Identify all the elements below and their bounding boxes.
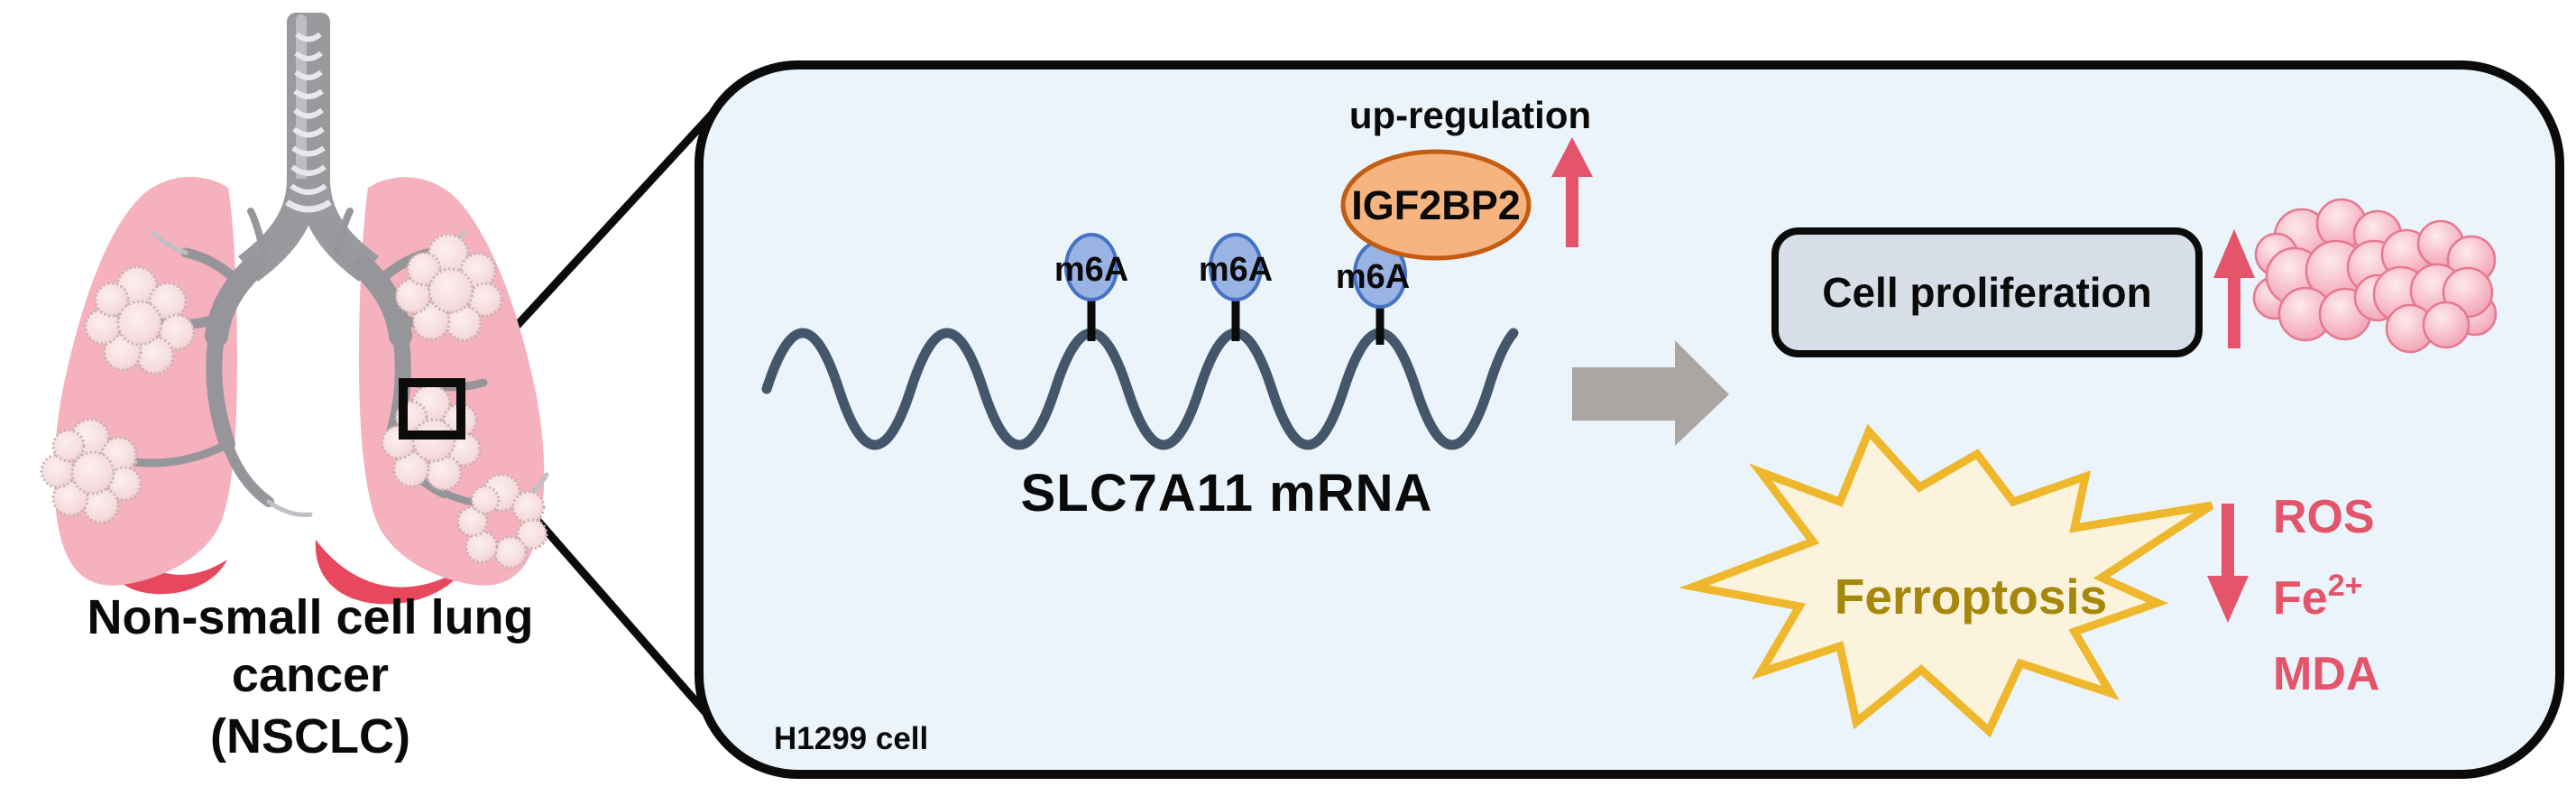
lung-caption-line1: Non-small cell lung: [87, 590, 533, 644]
m6a-marks: [1064, 233, 1407, 309]
proliferation-box: [1771, 227, 2203, 357]
mrna-label: SLC7A11 mRNA: [1021, 464, 1433, 523]
up-arrow-icon-regulation: [1551, 137, 1593, 247]
protein-group: up-regulation IGF2BP2: [1340, 94, 1593, 261]
trachea-rings: [285, 32, 332, 213]
ferroptosis-label: Ferroptosis: [1835, 569, 2108, 625]
ferroptosis-group: Ferroptosis ROS Fe2+ MDA: [1679, 423, 2379, 738]
lungs-illustration: [40, 13, 549, 605]
mrna-wave-icon: m6A m6A m6A SLC7A11 mRNA: [761, 233, 1519, 523]
m6a-mark-icon-2: [1209, 233, 1263, 301]
tumor-cluster-lower-right: [456, 473, 548, 569]
lung-caption-line3: (NSCLC): [210, 709, 410, 764]
cell-name-label: H1299 cell: [774, 721, 928, 756]
marker-fe2plus: Fe2+: [2273, 569, 2362, 625]
m6a-mark-icon-1: [1064, 233, 1118, 301]
proliferation-label: Cell proliferation: [1822, 269, 2151, 316]
ferroptosis-markers: ROS Fe2+ MDA: [2273, 491, 2379, 700]
tumor-clusters: [40, 233, 548, 569]
tumor-cluster-upper-left: [84, 265, 196, 375]
m6a-label-2: m6A: [1199, 251, 1273, 289]
proliferating-cells-icon: [2252, 198, 2498, 354]
zoom-square: [399, 378, 465, 440]
up-arrow-icon-proliferation: [2213, 229, 2255, 348]
m6a-labels: m6A m6A m6A: [1054, 251, 1410, 296]
protein-ellipse: [1340, 149, 1532, 261]
m6a-stems: [1087, 298, 1385, 345]
tumor-cluster-upper-right: [394, 233, 503, 342]
trachea-icon: [238, 13, 379, 282]
right-arrow-icon: [1572, 340, 1729, 446]
proliferation-group: Cell proliferation: [1771, 198, 2498, 357]
upregulation-label: up-regulation: [1349, 94, 1591, 136]
m6a-label-1: m6A: [1054, 251, 1128, 289]
tumor-cluster-lower-left: [40, 418, 143, 524]
lung-caption: Non-small cell lung cancer (NSCLC): [87, 590, 533, 764]
ferroptosis-starburst: [1679, 423, 2214, 738]
marker-ros: ROS: [2273, 491, 2375, 543]
marker-mda: MDA: [2273, 648, 2379, 700]
down-arrow-icon: [2207, 504, 2249, 623]
m6a-label-3: m6A: [1336, 258, 1410, 296]
lung-caption-line2: cancer: [232, 648, 389, 702]
protein-label: IGF2BP2: [1351, 182, 1521, 228]
